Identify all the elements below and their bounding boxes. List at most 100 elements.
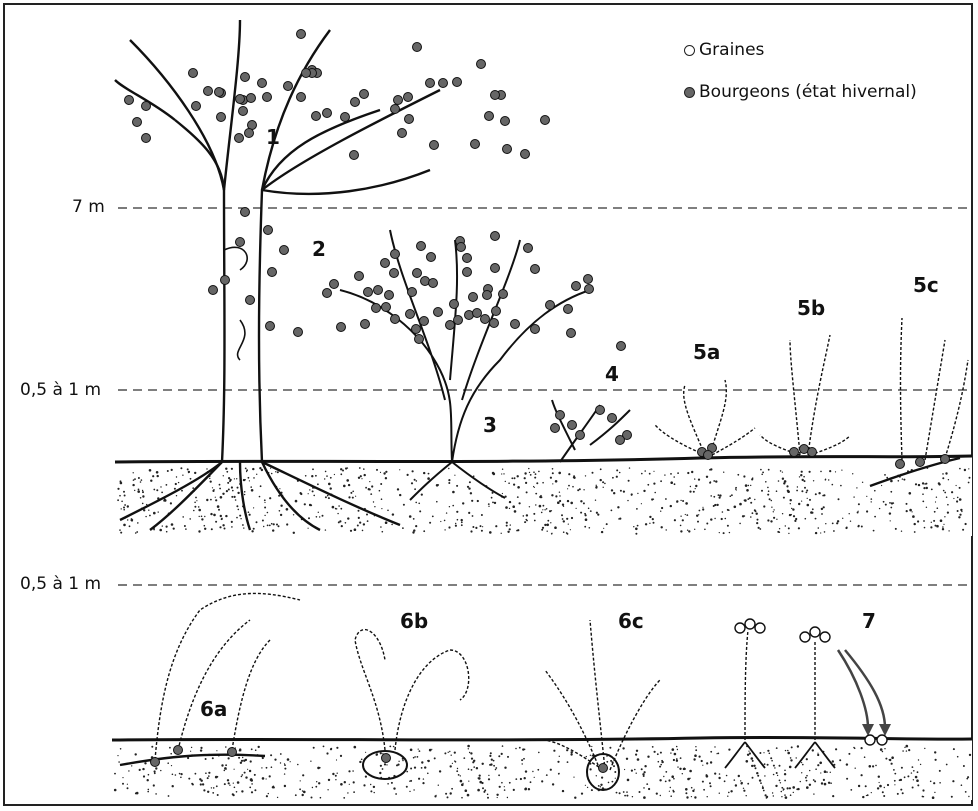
bud-marker — [215, 88, 224, 97]
soil-speck — [473, 766, 475, 768]
soil-speck — [198, 509, 201, 512]
soil-speck — [617, 506, 619, 508]
soil-speck — [533, 471, 535, 473]
bud-marker — [204, 87, 213, 96]
soil-speck — [235, 499, 237, 501]
soil-speck — [471, 758, 473, 760]
soil-speck — [117, 755, 118, 756]
soil-speck — [765, 481, 767, 483]
soil-speck — [821, 513, 823, 515]
soil-speck — [875, 765, 877, 767]
soil-speck — [193, 510, 195, 512]
soil-speck — [191, 747, 192, 748]
soil-speck — [838, 498, 840, 500]
soil-speck — [846, 527, 848, 529]
soil-speck — [637, 758, 640, 761]
soil-speck — [917, 771, 919, 773]
soil-speck — [872, 765, 874, 767]
soil-speck — [488, 775, 489, 776]
soil-speck — [783, 497, 785, 499]
soil-speck — [781, 787, 783, 789]
soil-speck — [268, 793, 269, 794]
soil-speck — [492, 502, 494, 504]
soil-speck — [470, 752, 472, 754]
soil-speck — [871, 792, 872, 793]
soil-speck — [551, 533, 553, 535]
soil-speck — [784, 773, 786, 775]
soil-speck — [918, 759, 919, 760]
soil-speck — [135, 532, 137, 534]
soil-speck — [842, 518, 843, 519]
soil-speck — [302, 794, 304, 796]
legend-seeds-label: Graines — [699, 40, 764, 60]
soil-speck — [902, 792, 904, 794]
bud-marker — [302, 69, 311, 78]
soil-speck — [151, 746, 153, 748]
soil-speck — [696, 515, 698, 517]
soil-speck — [280, 505, 282, 507]
soil-speck — [334, 474, 335, 475]
soil-speck — [461, 521, 463, 523]
soil-speck — [641, 503, 642, 504]
soil-speck — [449, 506, 450, 507]
soil-speck — [448, 479, 450, 481]
soil-speck — [622, 747, 624, 749]
bud-marker — [133, 118, 142, 127]
soil-speck — [397, 488, 399, 490]
soil-speck — [337, 513, 338, 514]
soil-speck — [361, 478, 362, 479]
soil-speck — [554, 526, 557, 529]
soil-speck — [673, 476, 675, 478]
soil-speck — [530, 781, 532, 783]
soil-speck — [787, 750, 789, 752]
soil-speck — [686, 514, 688, 516]
bud-marker — [551, 424, 560, 433]
soil-speck — [201, 780, 203, 782]
soil-speck — [537, 769, 539, 771]
soil-speck — [590, 755, 591, 756]
soil-speck — [455, 523, 456, 524]
soil-speck — [818, 527, 820, 529]
soil-speck — [365, 776, 367, 778]
soil-speck — [721, 518, 723, 520]
lower-soil — [112, 737, 972, 800]
soil-speck — [358, 517, 360, 519]
bud-marker — [450, 300, 459, 309]
soil-speck — [207, 777, 209, 779]
soil-speck — [461, 519, 463, 521]
soil-speck — [137, 490, 140, 493]
soil-speck — [206, 499, 208, 501]
soil-speck — [250, 778, 253, 781]
soil-speck — [419, 750, 421, 752]
soil-speck — [455, 761, 457, 763]
soil-speck — [889, 502, 891, 504]
soil-speck — [961, 511, 962, 512]
soil-speck — [968, 468, 969, 469]
soil-speck — [523, 515, 525, 517]
soil-speck — [124, 495, 126, 497]
bud-marker — [491, 91, 500, 100]
soil-speck — [380, 483, 382, 485]
bud-marker — [406, 310, 415, 319]
soil-speck — [641, 768, 643, 770]
label-5c: 5c — [913, 273, 939, 297]
soil-speck — [663, 776, 664, 777]
bud-marker — [485, 112, 494, 121]
soil-speck — [429, 522, 431, 524]
soil-speck — [714, 746, 715, 747]
soil-speck — [866, 510, 868, 512]
soil-speck — [496, 794, 498, 796]
soil-speck — [604, 483, 606, 485]
soil-speck — [765, 794, 767, 796]
soil-speck — [660, 480, 662, 482]
soil-speck — [760, 782, 762, 784]
soil-speck — [174, 488, 176, 490]
soil-speck — [369, 481, 370, 482]
soil-speck — [374, 792, 375, 793]
seed-marker — [865, 735, 875, 745]
soil-speck — [550, 522, 551, 523]
soil-speck — [709, 469, 711, 471]
bud-marker — [477, 60, 486, 69]
soil-speck — [199, 516, 200, 517]
